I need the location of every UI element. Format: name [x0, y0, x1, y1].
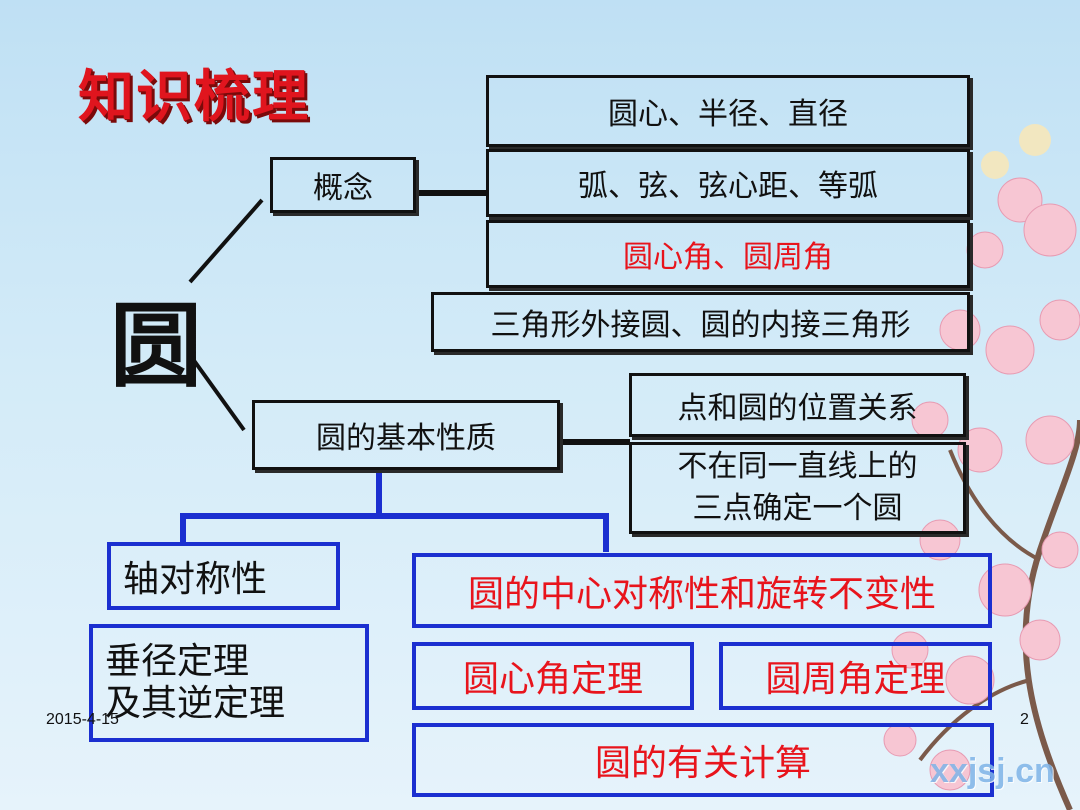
basic-properties-box: 圆的基本性质: [252, 400, 560, 470]
axis-symmetry-box: 轴对称性: [107, 542, 340, 610]
inscribed-angle-theorem-box: 圆周角定理: [719, 642, 992, 710]
concept-item-2: 弧、弦、弦心距、等弧: [486, 149, 970, 217]
point-circle-position-box: 点和圆的位置关系: [629, 373, 966, 437]
slide-title: 知识梳理: [78, 64, 310, 130]
concept-box: 概念: [270, 157, 416, 213]
center-symmetry-box: 圆的中心对称性和旋转不变性: [412, 553, 992, 628]
concept-item-4: 三角形外接圆、圆的内接三角形: [431, 292, 970, 352]
cherry-blossom-decoration: [883, 124, 1080, 810]
concept-item-1: 圆心、半径、直径: [486, 75, 970, 147]
three-points-box: 不在同一直线上的三点确定一个圆: [629, 442, 966, 534]
circle-calculation-box: 圆的有关计算: [412, 723, 994, 797]
watermark: xxjsj.cn: [930, 752, 1055, 790]
perp-theorem-line1: 垂径定理: [105, 641, 250, 682]
perpendicular-diameter-box: 垂径定理 及其逆定理: [89, 624, 369, 742]
central-angle-theorem-box: 圆心角定理: [412, 642, 694, 710]
perp-theorem-line2: 及其逆定理: [105, 683, 286, 724]
concept-item-3: 圆心角、圆周角: [486, 220, 970, 288]
footer-date: 2015-4-15: [46, 711, 119, 728]
page-number: 2: [1020, 711, 1029, 728]
circle-char: 圆: [110, 292, 203, 400]
